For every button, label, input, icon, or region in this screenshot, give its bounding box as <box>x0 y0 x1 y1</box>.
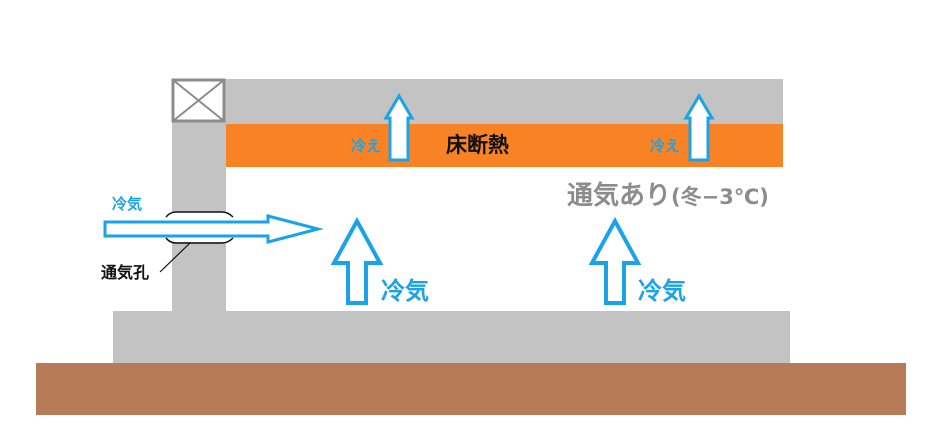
cold-air-arrow-right-icon <box>588 216 642 305</box>
vent-box-icon <box>171 78 226 123</box>
insulation-label: 床断熱 <box>446 133 509 157</box>
cold-arrow-left-icon <box>383 93 415 162</box>
ground <box>36 363 906 415</box>
foundation-slab <box>113 311 790 363</box>
ventilation-note: 通気あり(冬−3℃) <box>567 183 769 209</box>
cold-label-left: 冷え <box>351 137 382 155</box>
vent-hole-bottom-edge <box>165 237 234 244</box>
vent-hole-leader <box>159 242 191 273</box>
vent-hole-label: 通気孔 <box>101 263 150 282</box>
cold-air-intake-label: 冷気 <box>112 195 143 213</box>
intake-arrow-icon <box>103 214 324 244</box>
cold-label-right: 冷え <box>650 137 681 155</box>
vent-hole-top-edge <box>165 211 234 218</box>
ventilation-note-text: 通気あり <box>567 181 672 211</box>
floor-board <box>172 79 783 124</box>
cold-air-label-right: 冷気 <box>638 277 686 305</box>
cold-air-arrow-center-icon <box>330 216 384 305</box>
cold-air-label-center: 冷気 <box>381 277 429 305</box>
cold-arrow-right-icon <box>683 93 715 162</box>
temperature-note: (冬−3℃) <box>671 185 769 209</box>
